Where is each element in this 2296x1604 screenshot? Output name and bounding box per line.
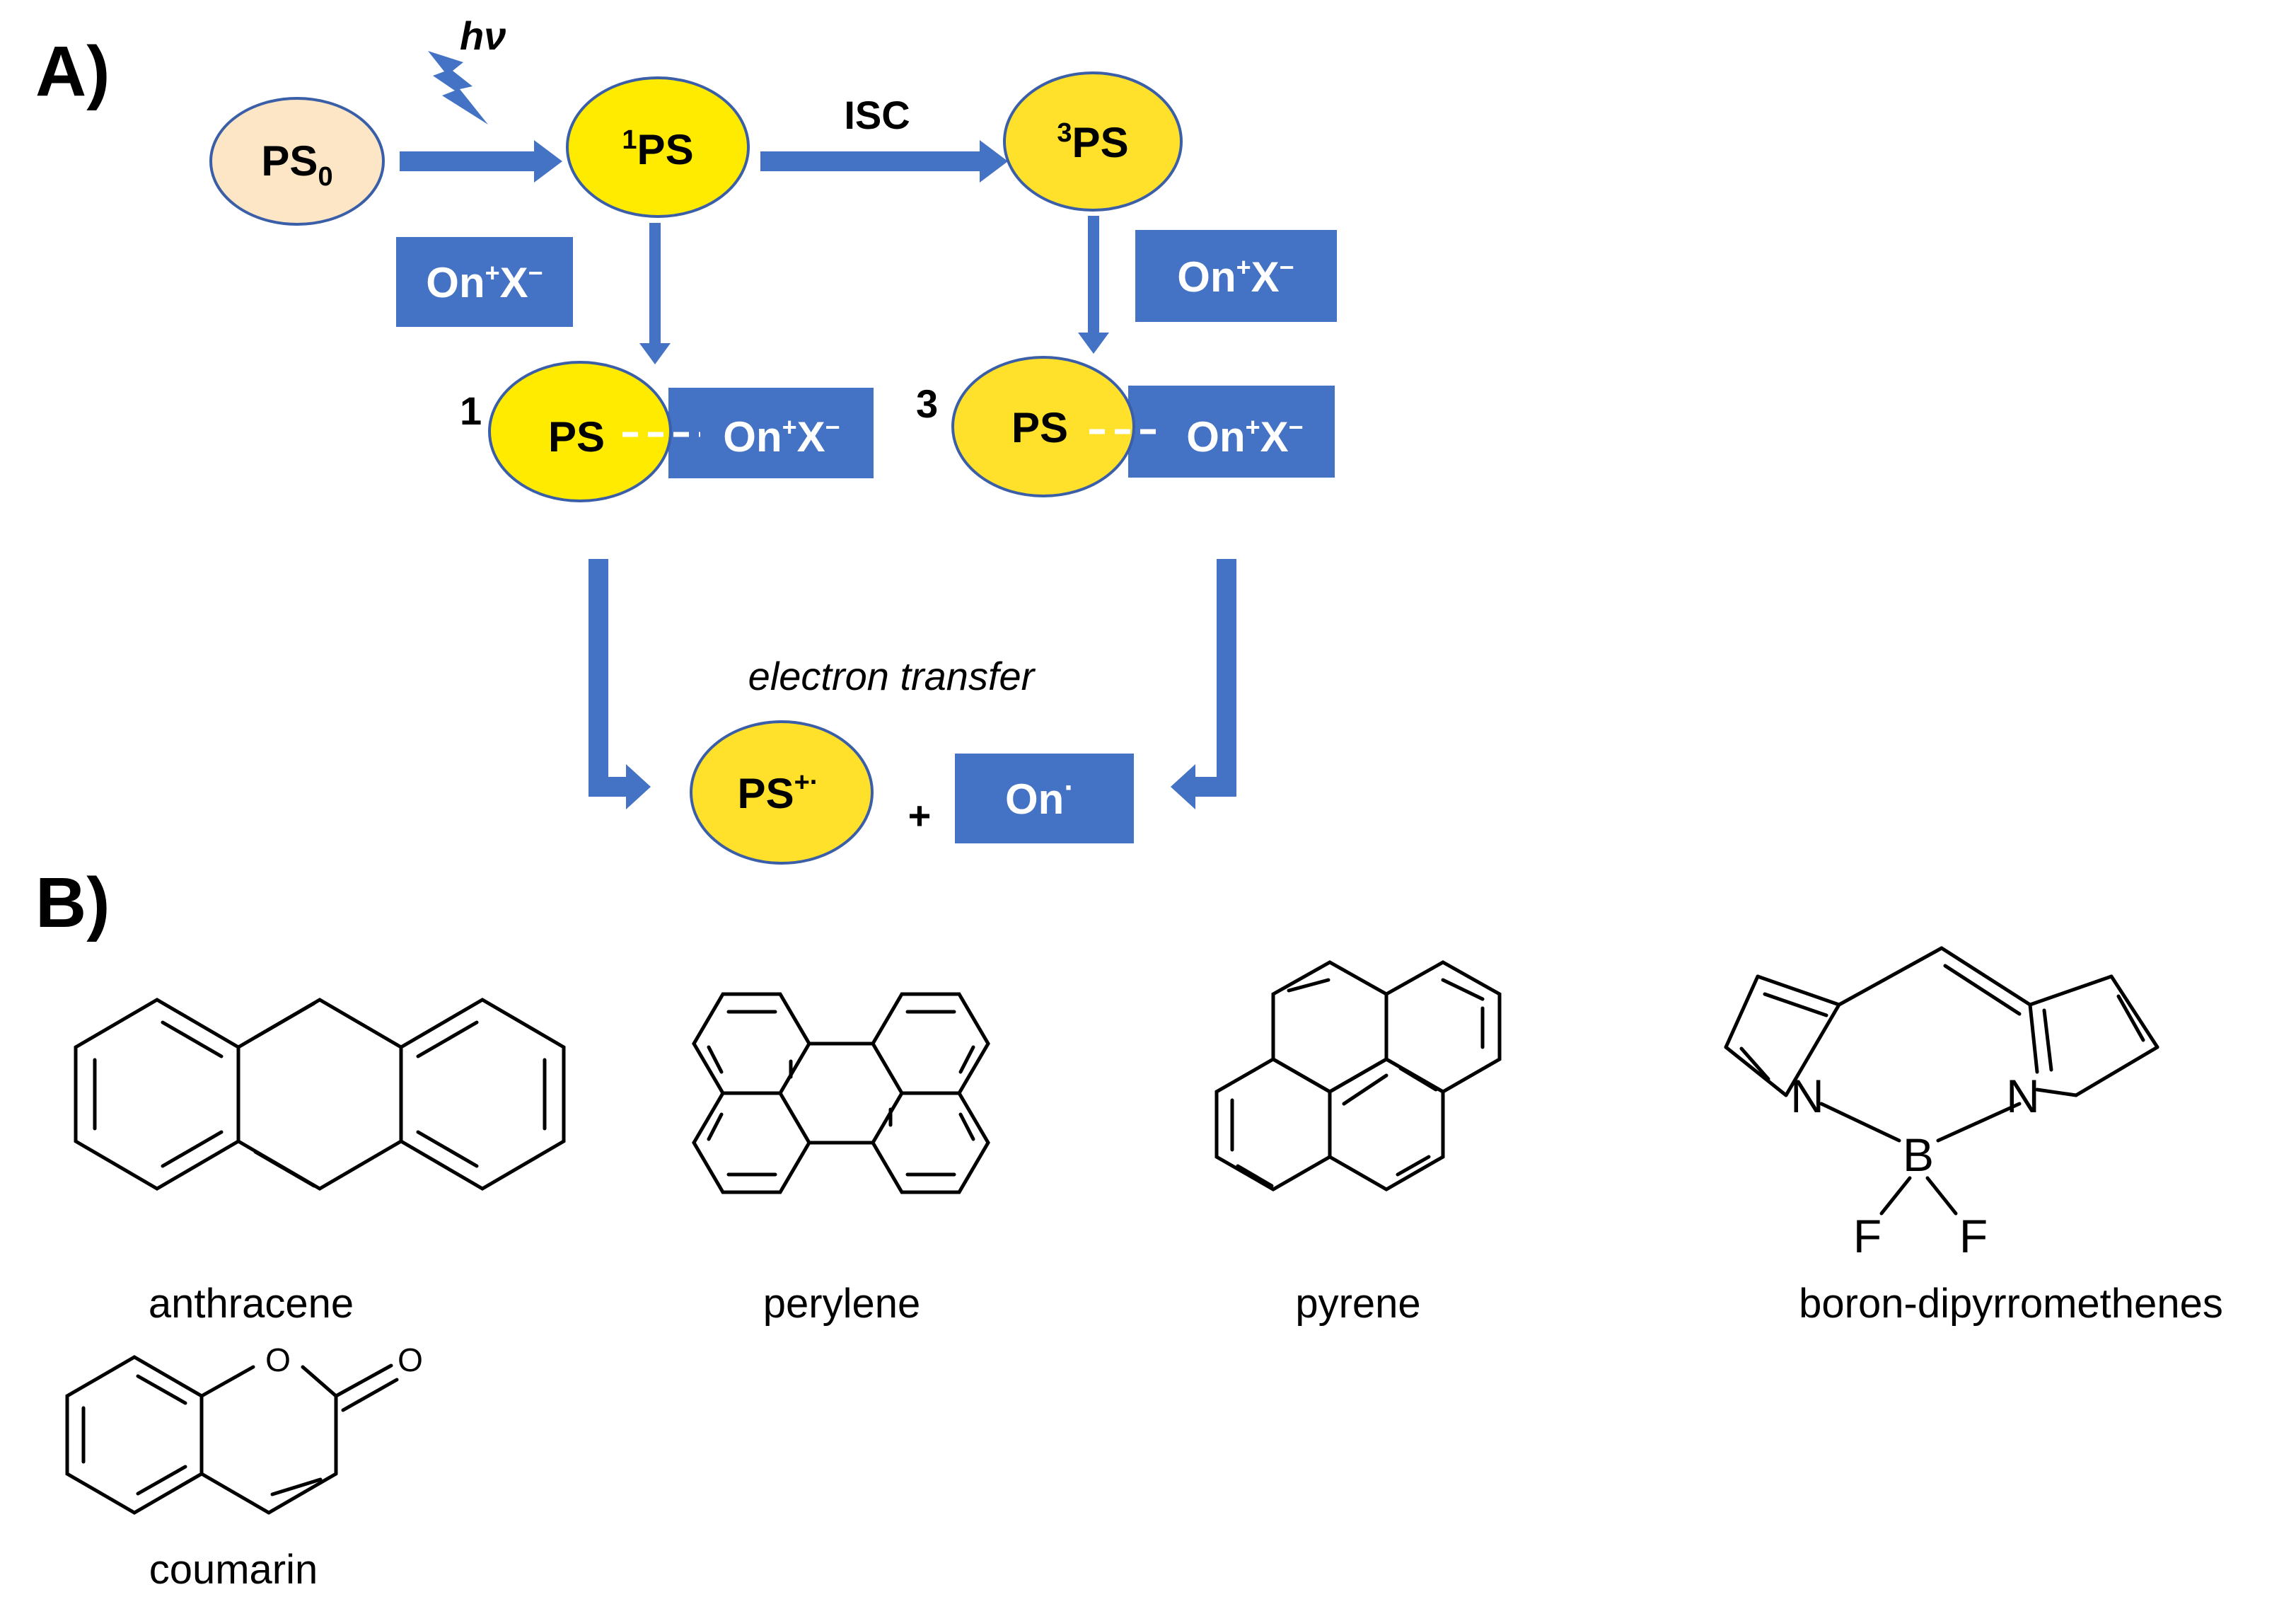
ps-radical-cation-label: PS+· (738, 768, 819, 817)
onium-salt-box-left (396, 237, 573, 327)
coumarin-ring-o: O (265, 1342, 291, 1378)
singlet-ps-node (566, 76, 750, 218)
right-electron-transfer-arrow (1171, 559, 1236, 809)
pyrene-label: pyrene (1295, 1281, 1420, 1327)
excitation-arrow (400, 140, 562, 183)
singlet-ps-label: 1PS (622, 125, 693, 173)
anthracene-label: anthracene (149, 1281, 354, 1327)
complex-1-ps-label: PS (548, 413, 605, 461)
ps0-label: PS0 (261, 137, 332, 192)
onium-radical-box (955, 754, 1134, 843)
complex-3-onium-box (1128, 386, 1335, 478)
complex-3-onium-label: On+X− (1186, 412, 1303, 461)
complex-1-onium-label: On+X− (723, 412, 840, 461)
anthracene-structure (74, 998, 566, 1191)
isc-arrow (760, 140, 1008, 183)
perylene-structure (692, 992, 990, 1194)
onium-salt-label-left: On+X− (426, 258, 543, 306)
panel-b-label: B) (35, 863, 110, 942)
electron-transfer-label: electron transfer (748, 654, 1036, 698)
bodipy-structure (1724, 946, 2159, 1216)
coumarin-label: coumarin (149, 1547, 318, 1593)
complex-1-ps-node (488, 361, 672, 502)
bodipy-n-left: N (1790, 1070, 1824, 1122)
bodipy-b: B (1903, 1129, 1934, 1181)
onium-salt-label-right: On+X− (1177, 253, 1294, 301)
coumarin-carbonyl-o: O (398, 1342, 423, 1378)
complex-1-number: 1 (460, 388, 482, 433)
bodipy-f-left: F (1853, 1210, 1882, 1262)
complex-3-ps-node (951, 356, 1135, 497)
bodipy-f-right: F (1959, 1210, 1988, 1262)
ps0-node (209, 97, 385, 226)
ps-radical-cation-node (690, 720, 874, 865)
complex-3-ps-label: PS (1011, 404, 1068, 451)
onium-radical-label: On· (1005, 771, 1074, 823)
triplet-ps-node (1003, 71, 1183, 212)
isc-label: ISC (844, 93, 910, 137)
coumarin-structure (65, 1355, 399, 1515)
hv-label: hν (460, 13, 506, 58)
plus-sign: + (908, 793, 932, 838)
complex-1-onium-box (668, 388, 874, 478)
triplet-down-arrow (1078, 216, 1109, 354)
triplet-ps-label: 3PS (1057, 118, 1128, 166)
panel-a-label: A) (35, 32, 110, 111)
lightning-icon (428, 51, 488, 125)
onium-salt-box-right (1135, 230, 1337, 322)
pyrene-structure (1214, 960, 1502, 1192)
bodipy-label: boron-dipyrromethenes (1799, 1281, 2223, 1327)
bodipy-n-right: N (2006, 1070, 2040, 1122)
complex-3-number: 3 (916, 381, 938, 426)
perylene-label: perylene (763, 1281, 920, 1327)
left-electron-transfer-arrow (589, 559, 651, 809)
singlet-down-arrow (639, 223, 671, 364)
